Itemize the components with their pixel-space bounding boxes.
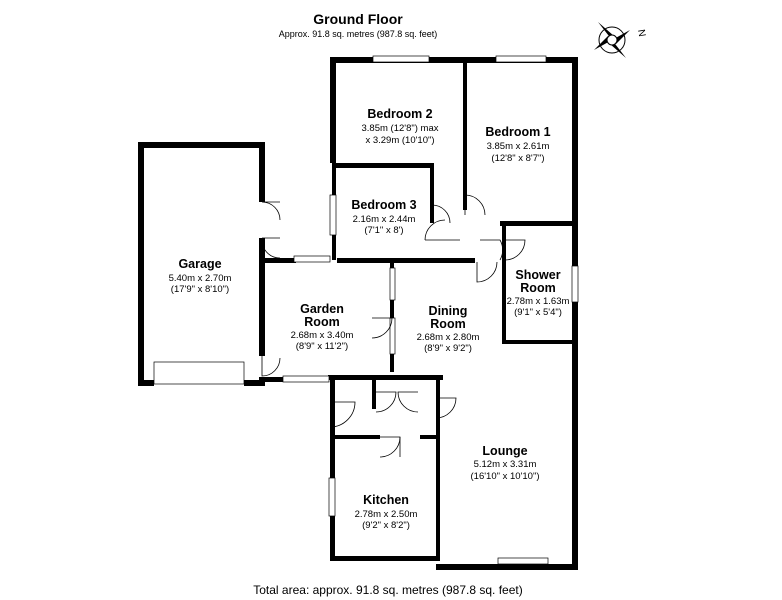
room-name: Bedroom 3 (351, 198, 416, 212)
room-dimensions-2: (9'2" x 8'2") (362, 520, 410, 531)
room-shower-room: Shower Room 2.78m x 1.63m (9'1" x 5'4") (507, 268, 570, 318)
room-kitchen: Kitchen 2.78m x 2.50m (9'2" x 8'2") (355, 493, 418, 531)
room-name: Kitchen (363, 493, 409, 507)
room-dimensions: 5.40m x 2.70m (169, 273, 232, 284)
room-dimensions: 2.68m x 2.80m (417, 332, 480, 343)
room-name: Lounge (482, 444, 527, 458)
room-dimensions: 2.16m x 2.44m (353, 214, 416, 225)
room-name: Shower (515, 268, 560, 282)
room-dimensions-2: x 3.29m (10'10") (365, 135, 434, 146)
room-dimensions: 5.12m x 3.31m (474, 459, 537, 470)
room-dimensions: 2.68m x 3.40m (291, 330, 354, 341)
room-name-2: Room (430, 317, 465, 331)
compass-icon: N (594, 22, 647, 58)
room-dimensions-2: (7'1" x 8') (364, 225, 403, 236)
room-dimensions-2: (16'10" x 10'10") (471, 471, 540, 482)
room-dimensions: 3.85m x 2.61m (487, 141, 550, 152)
room-dimensions-2: (8'9" x 11'2") (296, 341, 348, 352)
room-name: Garden (300, 302, 344, 316)
room-name: Bedroom 1 (485, 125, 550, 139)
room-dimensions: 2.78m x 2.50m (355, 509, 418, 520)
room-bedroom-2: Bedroom 2 3.85m (12'8") max x 3.29m (10'… (362, 107, 439, 146)
room-dimensions-2: (9'1" x 5'4") (514, 307, 562, 318)
room-bedroom-1: Bedroom 1 3.85m x 2.61m (12'8" x 8'7") (485, 125, 550, 164)
room-name-2: Room (304, 315, 339, 329)
room-dimensions-2: (12'8" x 8'7") (491, 153, 544, 164)
room-name-2: Room (520, 281, 555, 295)
room-dimensions: 3.85m (12'8") max (362, 123, 439, 134)
plan-title: Ground Floor (313, 11, 403, 27)
room-garage: Garage 5.40m x 2.70m (17'9" x 8'10") (169, 257, 232, 295)
room-name: Garage (178, 257, 221, 271)
doors (261, 194, 526, 458)
room-garden-room: Garden Room 2.68m x 3.40m (8'9" x 11'2") (291, 302, 354, 352)
room-dimensions-2: (8'9" x 9'2") (424, 343, 472, 354)
room-lounge: Lounge 5.12m x 3.31m (16'10" x 10'10") (471, 444, 540, 482)
room-name: Bedroom 2 (367, 107, 432, 121)
room-name: Dining (429, 304, 468, 318)
windows (153, 55, 579, 565)
total-area-footer: Total area: approx. 91.8 sq. metres (987… (253, 583, 522, 597)
room-bedroom-3: Bedroom 3 2.16m x 2.44m (7'1" x 8') (351, 198, 416, 236)
plan-subtitle: Approx. 91.8 sq. metres (987.8 sq. feet) (279, 29, 438, 39)
room-dimensions: 2.78m x 1.63m (507, 296, 570, 307)
room-dimensions-2: (17'9" x 8'10") (171, 284, 229, 295)
walls (138, 57, 578, 570)
room-dining-room: Dining Room 2.68m x 2.80m (8'9" x 9'2") (417, 304, 480, 354)
compass-north-label: N (635, 29, 647, 38)
